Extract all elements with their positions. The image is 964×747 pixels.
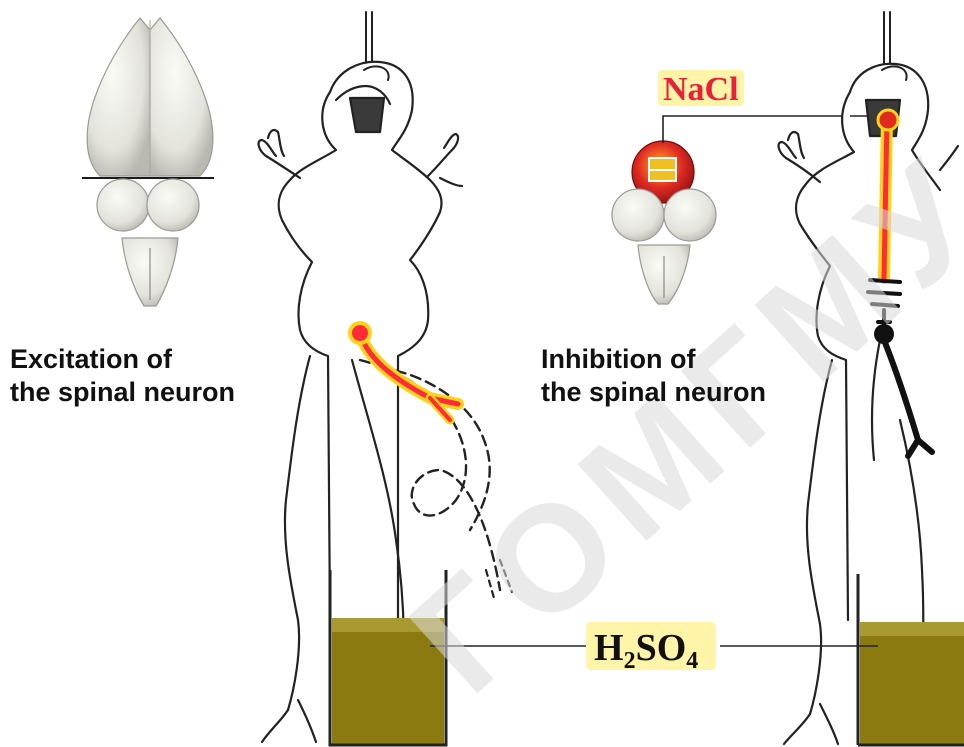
nacl-label: NaCl — [663, 71, 739, 108]
inhibition-caption: Inhibition of the spinal neuron — [541, 343, 766, 409]
excitation-caption-line1: Excitation of — [10, 343, 235, 376]
inhibition-caption-line2: the spinal neuron — [541, 376, 766, 409]
beaker-right — [858, 574, 964, 745]
excitation-caption: Excitation of the spinal neuron — [10, 343, 235, 409]
excitation-caption-line2: the spinal neuron — [10, 376, 235, 409]
nacl-label-group: NaCl — [658, 70, 744, 108]
spinal-neuron-focus-left — [350, 323, 370, 343]
brain-diagram-right — [612, 141, 716, 304]
acid-label: H2SO4 — [594, 627, 698, 674]
acid-label-group: H2SO4 — [586, 622, 716, 674]
brain-diagram-left — [82, 18, 214, 306]
inhibition-caption-line1: Inhibition of — [541, 343, 766, 376]
nacl-pointer-line — [663, 116, 884, 143]
